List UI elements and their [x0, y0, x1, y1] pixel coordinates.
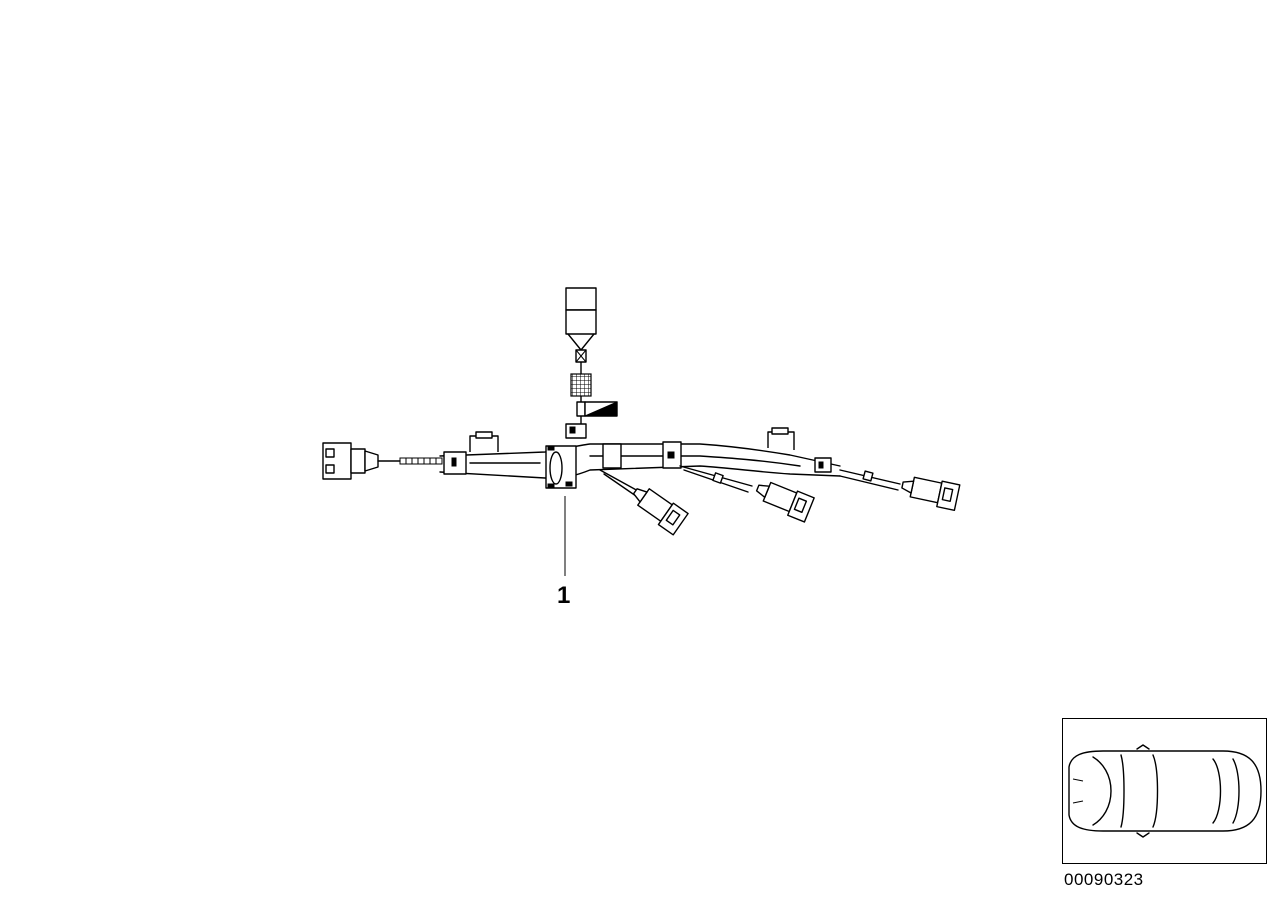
- car-top-view-icon: [1068, 744, 1262, 838]
- car-thumbnail-frame: [1062, 718, 1267, 864]
- part-number-label: 00090323: [1064, 870, 1144, 889]
- branch-connector-3: [839, 469, 961, 512]
- callout-label: 1: [557, 582, 570, 609]
- branch-connector-2: [679, 465, 815, 523]
- harness-trunk: [439, 427, 841, 489]
- top-connector: [565, 287, 618, 439]
- branch-connector-1: [599, 469, 689, 536]
- left-connector: [322, 442, 443, 480]
